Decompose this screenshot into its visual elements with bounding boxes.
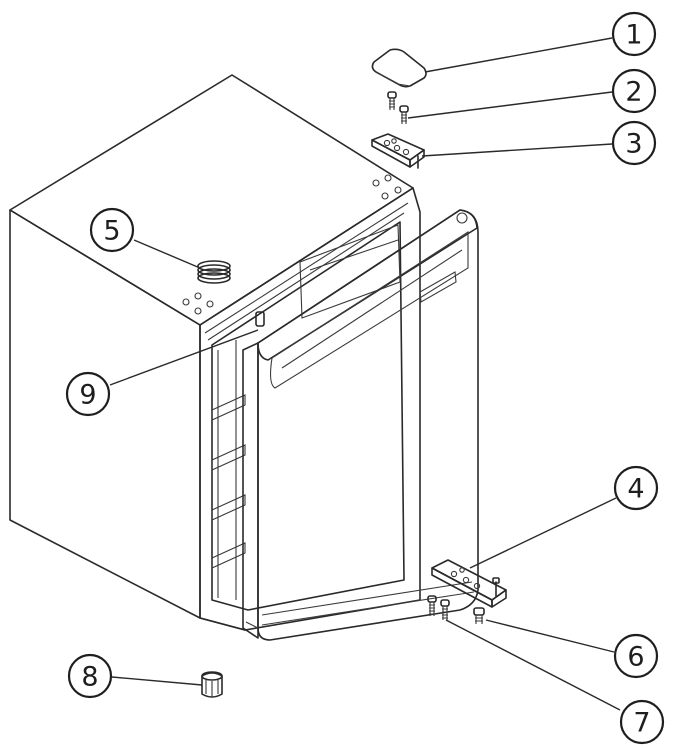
leader-line-7: [445, 619, 621, 711]
callout-1-label: 1: [625, 20, 642, 51]
leader-lines: [109, 37, 621, 711]
callout-3-label: 3: [625, 129, 642, 160]
callout-3: 3: [611, 120, 657, 166]
callout-7: 7: [619, 699, 665, 745]
part-7-screws: [427, 595, 450, 620]
callout-6-label: 6: [627, 642, 644, 673]
interior-shelf: [211, 542, 246, 569]
part-9-pin: [255, 311, 265, 327]
callout-5: 5: [89, 207, 135, 253]
leader-line-8: [111, 676, 203, 686]
leader-line-2: [407, 91, 613, 119]
door-logo-plate: [419, 271, 457, 303]
interior-shelf: [211, 494, 246, 521]
freezer-compartment: [299, 224, 401, 319]
leader-line-3: [421, 143, 613, 157]
cabinet-front-frame: [199, 187, 421, 631]
part-4-bottom-hinge: [431, 559, 507, 608]
part-1-hinge-cover: [371, 48, 427, 88]
callout-7-label: 7: [633, 708, 650, 739]
part-6-screw: [473, 607, 485, 624]
callout-2: 2: [611, 68, 657, 114]
door-handle-recess: [269, 230, 469, 389]
door-side-edge: [242, 342, 259, 639]
part-5-coil: [197, 260, 231, 284]
leader-line-6: [485, 619, 615, 653]
door-handle-top: [257, 209, 478, 361]
leader-line-1: [424, 37, 613, 73]
part-2-screws: [387, 91, 409, 124]
callout-8: 8: [67, 653, 113, 699]
callout-6: 6: [613, 633, 659, 679]
callout-1: 1: [611, 11, 657, 57]
leader-line-9: [109, 329, 259, 386]
part-3-top-hinge: [371, 133, 425, 169]
leader-line-4: [469, 497, 617, 569]
refrigerator-door: [242, 209, 479, 641]
refrigerator-cabinet: [9, 74, 421, 631]
callout-9-label: 9: [79, 380, 96, 411]
callout-9: 9: [65, 371, 111, 417]
cabinet-top: [9, 74, 414, 326]
callout-8-label: 8: [81, 662, 98, 693]
callout-2-label: 2: [625, 77, 642, 108]
interior-shelf: [211, 394, 246, 421]
part-8-leveling-foot: [201, 671, 223, 698]
callout-4-label: 4: [627, 474, 644, 505]
cabinet-left-side: [9, 209, 201, 619]
callout-5-label: 5: [103, 216, 120, 247]
callout-4: 4: [613, 465, 659, 511]
interior-shelf: [211, 444, 246, 471]
leader-line-5: [133, 239, 201, 269]
cabinet-interior: [211, 221, 405, 611]
